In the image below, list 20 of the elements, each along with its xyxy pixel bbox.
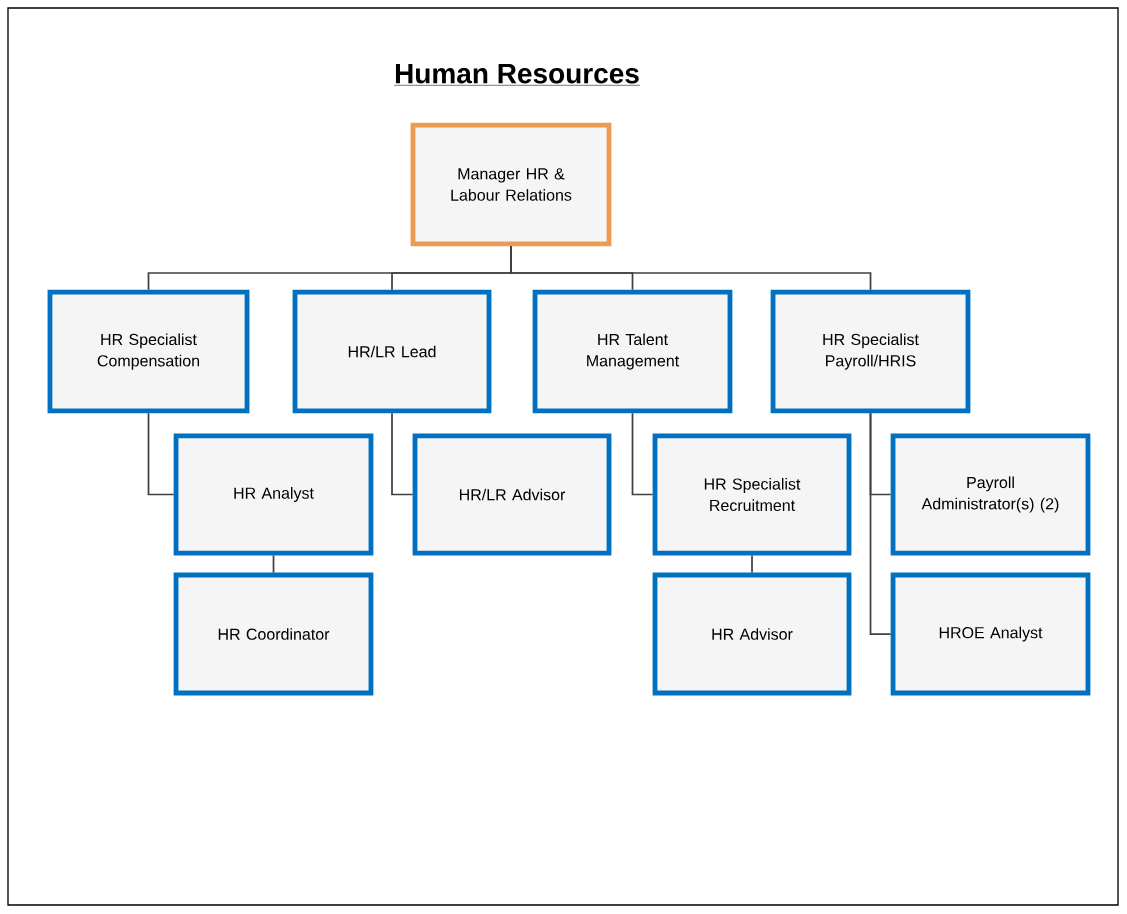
connector-line bbox=[272, 554, 275, 574]
position-box: HR Talent Management bbox=[532, 289, 733, 414]
title: Human Resources bbox=[393, 63, 641, 86]
position-box: Payroll Administrator(s) (2) bbox=[890, 433, 1091, 556]
position-box: HR Specialist Payroll/HRIS bbox=[770, 289, 971, 414]
position-box: HR Specialist Recruitment bbox=[652, 433, 852, 556]
connector-line bbox=[147, 412, 175, 496]
connector-line bbox=[869, 412, 892, 635]
position-box: HR Coordinator bbox=[173, 572, 374, 696]
position-box: HR Advisor bbox=[652, 572, 852, 696]
position-box: HR/LR Lead bbox=[292, 289, 492, 414]
connector-line bbox=[510, 245, 872, 291]
position-box: HROE Analyst bbox=[890, 572, 1091, 696]
position-box: HR/LR Advisor bbox=[412, 433, 612, 556]
connector-line bbox=[631, 412, 654, 496]
connector-line bbox=[391, 412, 414, 496]
connector-line bbox=[751, 554, 753, 574]
position-box: HR Analyst bbox=[173, 433, 374, 556]
position-box: HR Specialist Compensation bbox=[47, 289, 250, 414]
position-box: Manager HR & Labour Relations bbox=[410, 122, 612, 247]
